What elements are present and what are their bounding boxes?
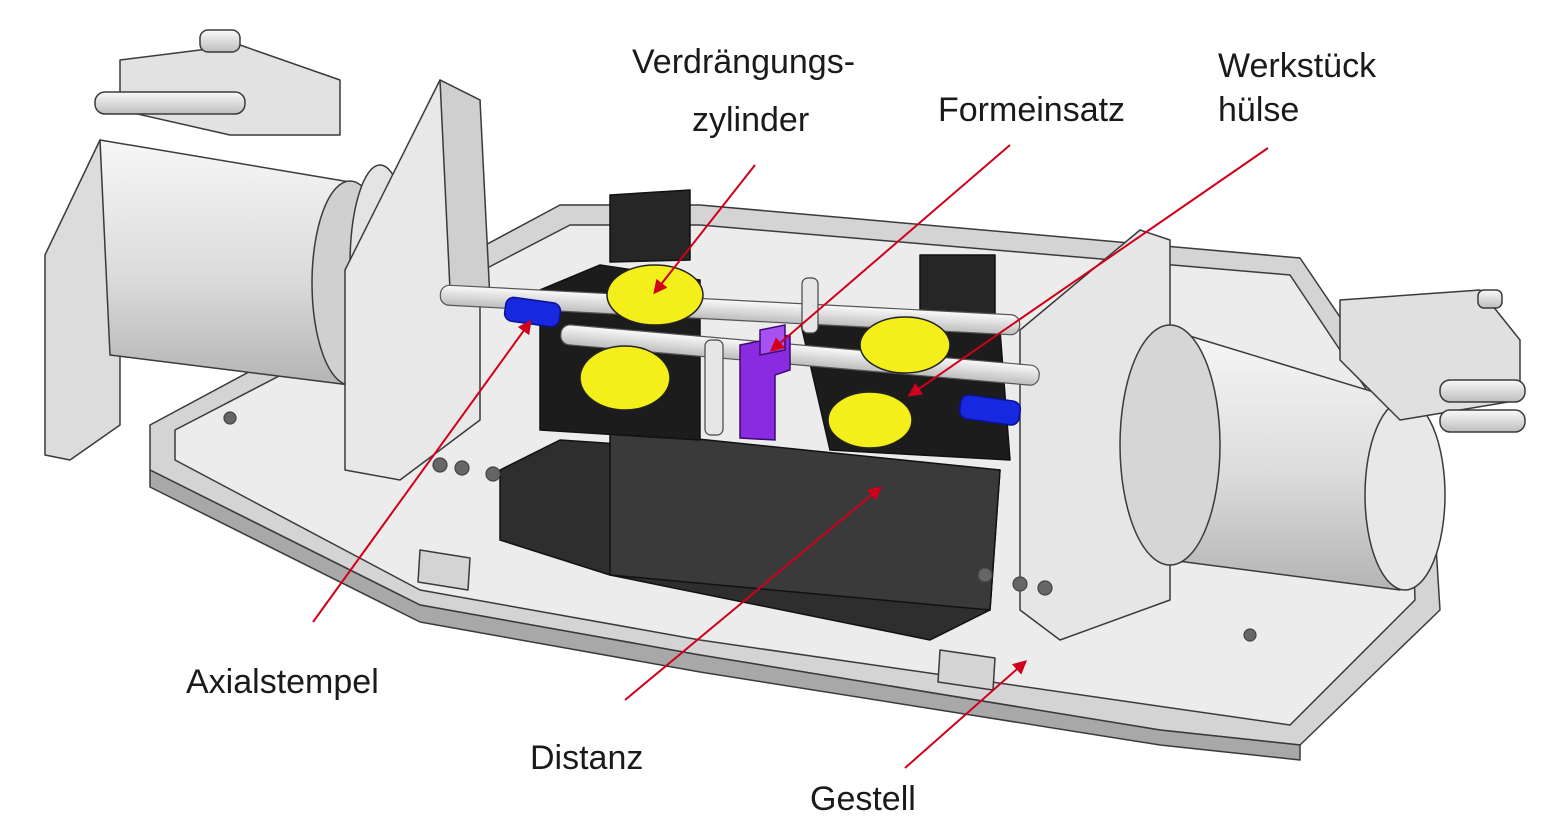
- callout-axialstempel: [312, 319, 532, 623]
- callout-werkstueckhuelse: [907, 147, 1269, 397]
- label-werkstueckhuelse-line2: hülse: [1218, 91, 1300, 129]
- label-distanz: Distanz: [530, 739, 644, 777]
- left-end-plate: [344, 79, 491, 481]
- label-verdraengungszylinder-line1: Verdrängungs-: [632, 43, 856, 81]
- callout-gestell: [904, 660, 1028, 769]
- callout-formeinsatz: [769, 144, 1011, 352]
- label-verdraengungszylinder-line2: zylinder: [692, 101, 810, 139]
- detail-pins: [223, 277, 1257, 642]
- callout-distanz: [624, 486, 883, 701]
- displacement-cylinders: [579, 264, 951, 449]
- callout-lines: [312, 144, 1269, 769]
- label-werkstueckhuelse-line1: Werkstück: [1218, 47, 1377, 85]
- label-axialstempel: Axialstempel: [186, 663, 379, 701]
- right-drive-motor: [1019, 229, 1526, 641]
- callout-verdraengungszylinder: [653, 164, 756, 295]
- label-gestell: Gestell: [810, 780, 916, 818]
- label-formeinsatz: Formeinsatz: [938, 91, 1126, 129]
